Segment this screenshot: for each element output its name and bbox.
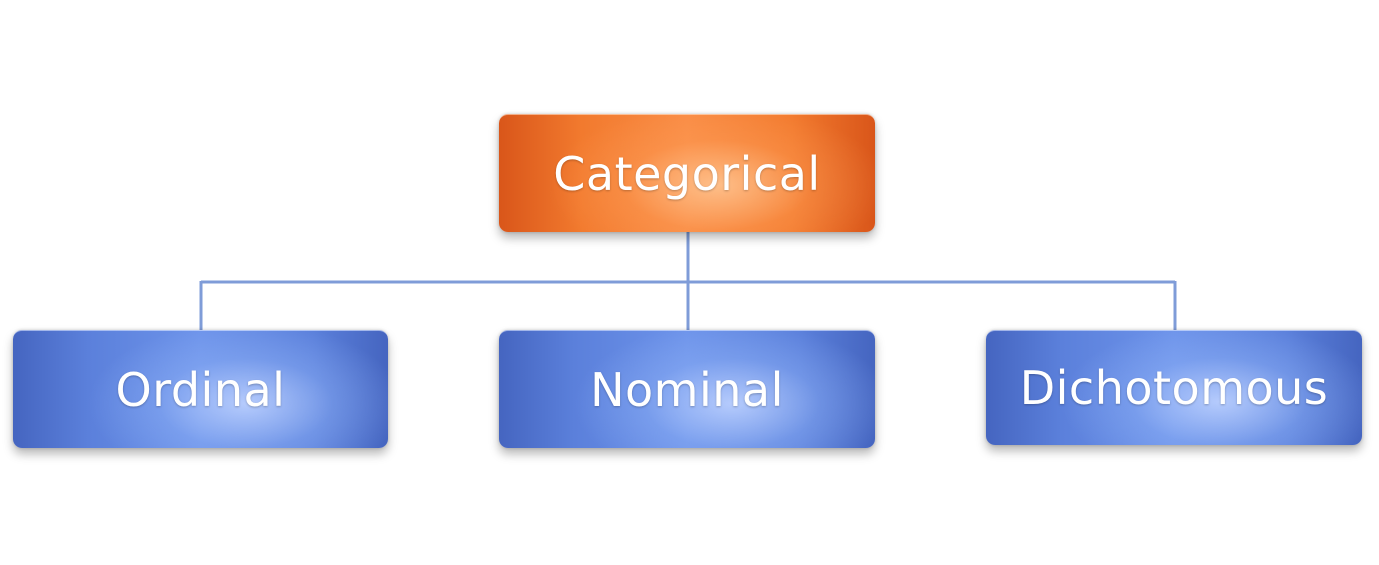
node-dichotomous-label: Dichotomous bbox=[1019, 361, 1329, 415]
node-ordinal: Ordinal bbox=[13, 330, 388, 448]
node-dichotomous: Dichotomous bbox=[986, 330, 1362, 445]
node-categorical-label: Categorical bbox=[553, 146, 821, 201]
node-nominal: Nominal bbox=[499, 330, 875, 448]
node-nominal-label: Nominal bbox=[590, 362, 784, 417]
node-ordinal-label: Ordinal bbox=[115, 362, 286, 417]
node-categorical: Categorical bbox=[499, 114, 875, 232]
